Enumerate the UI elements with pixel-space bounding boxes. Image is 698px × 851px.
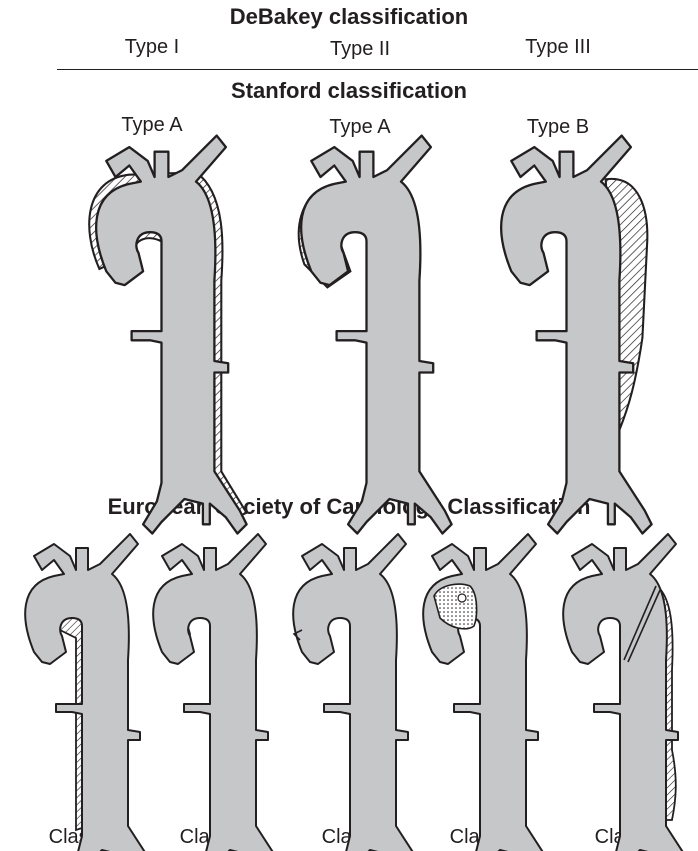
debakey-type-2-aorta [299, 136, 452, 534]
esc-class-5-aorta [563, 534, 694, 851]
esc-class-2-aorta [153, 534, 284, 851]
esc-class-1-aorta [25, 534, 156, 851]
debakey-type-1-aorta [89, 136, 246, 534]
esc-class-4-aorta [423, 534, 554, 851]
debakey-type-3-aorta [501, 136, 651, 534]
ulcer-crater-class-4 [458, 594, 466, 602]
esc-class-3-aorta [293, 534, 424, 851]
